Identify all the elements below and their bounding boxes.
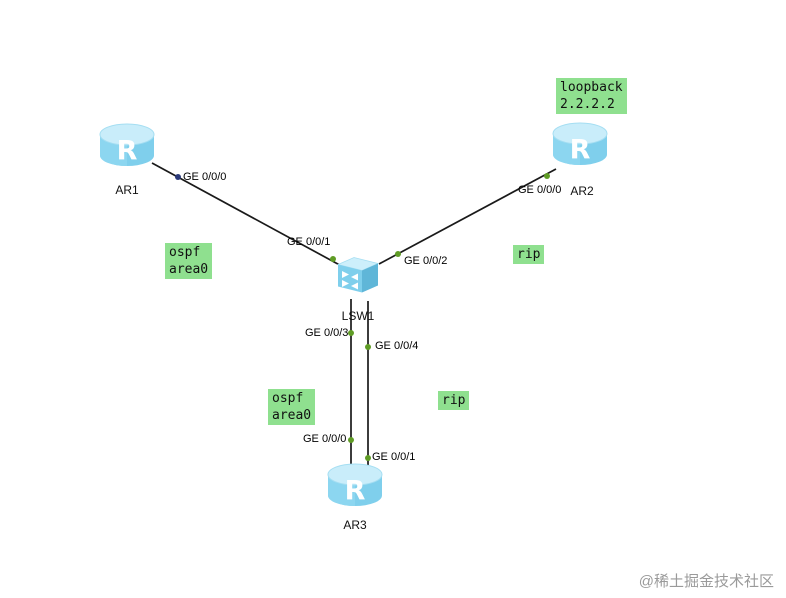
port-label-lsw1-1: GE 0/0/1 [287, 236, 331, 248]
link-ar1-lsw1 [151, 162, 348, 270]
device-ar2[interactable]: R [550, 122, 610, 173]
link-ar2-lsw1 [378, 168, 557, 265]
port-status-dot-lsw1-4 [348, 330, 354, 336]
annotation-rip-bottom[interactable]: rip [438, 391, 470, 410]
svg-text:R: R [570, 135, 591, 166]
device-label-lsw1: LSW1 [341, 309, 375, 323]
port-status-dot-lsw1-5 [365, 344, 371, 350]
port-label-ar1-0: GE 0/0/0 [183, 171, 227, 183]
annotation-ospf-area0-bottom[interactable]: ospf area0 [268, 389, 316, 425]
device-ar3[interactable]: R [325, 463, 385, 514]
annotation-loopback-ar2[interactable]: loopback 2.2.2.2 [556, 78, 627, 114]
port-status-dot-ar2-3 [544, 173, 550, 179]
svg-text:R: R [117, 136, 138, 167]
device-label-ar1: AR1 [115, 183, 139, 197]
device-label-ar2: AR2 [570, 184, 594, 198]
annotation-ospf-area0-left[interactable]: ospf area0 [165, 243, 213, 279]
device-ar1[interactable]: R [97, 123, 157, 174]
annotation-rip-right[interactable]: rip [513, 245, 545, 264]
switch-icon [336, 257, 380, 293]
port-status-dot-lsw1-1 [330, 256, 336, 262]
device-label-ar3: AR3 [343, 518, 367, 532]
port-label-ar2-3: GE 0/0/0 [518, 184, 562, 196]
port-label-ar3-7: GE 0/0/1 [372, 451, 416, 463]
router-icon: R [99, 123, 155, 167]
router-icon: R [552, 122, 608, 166]
router-icon: R [327, 463, 383, 507]
device-lsw1[interactable] [332, 255, 384, 304]
port-label-lsw1-2: GE 0/0/2 [404, 255, 448, 267]
port-status-dot-ar3-6 [348, 437, 354, 443]
port-label-lsw1-5: GE 0/0/4 [375, 340, 419, 352]
port-label-ar3-6: GE 0/0/0 [303, 433, 347, 445]
port-status-dot-lsw1-2 [395, 251, 401, 257]
port-label-lsw1-4: GE 0/0/3 [305, 327, 349, 339]
watermark: @稀土掘金技术社区 [638, 573, 774, 590]
svg-text:R: R [345, 476, 366, 507]
port-status-dot-ar1-0 [175, 174, 181, 180]
port-status-dot-ar3-7 [365, 455, 371, 461]
